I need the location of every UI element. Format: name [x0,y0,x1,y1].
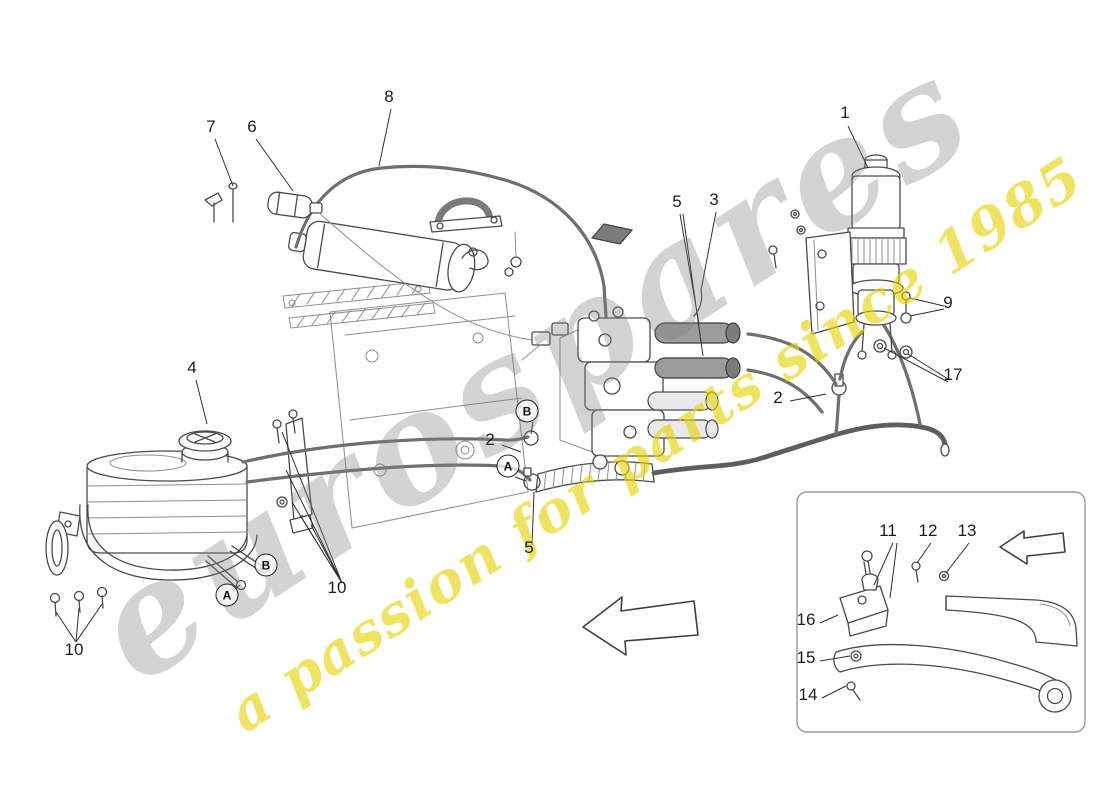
valve-block [559,289,741,476]
leader-lines [55,108,970,699]
pressure-sensor-fitting [204,182,634,361]
inset-detail-box [796,491,1086,733]
marker-b-left: B [254,553,278,577]
callout-16: 16 [796,610,816,629]
callout-2a: 2 [773,388,783,407]
callout-2b: 2 [485,430,495,449]
marker-a-center: A [496,454,520,478]
actuator-pump [768,154,913,360]
callout-5a: 5 [672,192,682,211]
callout-5b: 5 [524,538,534,557]
suspension-arm [833,643,1072,713]
callout-8: 8 [384,87,394,106]
support-bracket [272,409,314,534]
main-hose [651,320,950,476]
callout-13: 13 [957,521,977,540]
feed-pipe [294,164,608,318]
callout-1: 1 [840,103,850,122]
air-duct [945,595,1078,647]
inset-direction-arrow-icon [999,530,1066,565]
marker-a-left: A [215,583,239,607]
chassis-rails [282,280,436,329]
pipe-union-lower [654,357,734,379]
callout-17: 17 [943,365,963,384]
callout-9: 9 [943,293,953,312]
marker-b-center: B [515,399,539,423]
sensor-bracket [839,550,889,637]
callout-14: 14 [798,685,818,704]
callout-10a: 10 [64,640,84,659]
mounting-plate [329,292,529,529]
pipe-union-upper [654,322,734,344]
callout-11: 11 [879,521,897,540]
callout-3: 3 [709,190,719,209]
callout-15: 15 [796,648,816,667]
direction-arrow-icon [582,596,699,656]
callout-4: 4 [187,358,197,377]
callout-10b: 10 [327,578,347,597]
callout-12: 12 [918,521,938,540]
fluid-reservoir [45,430,271,617]
reservoir-hoses [241,430,541,491]
callout-6: 6 [247,117,257,136]
accumulator-cylinder [288,197,503,293]
callout-7: 7 [206,117,216,136]
